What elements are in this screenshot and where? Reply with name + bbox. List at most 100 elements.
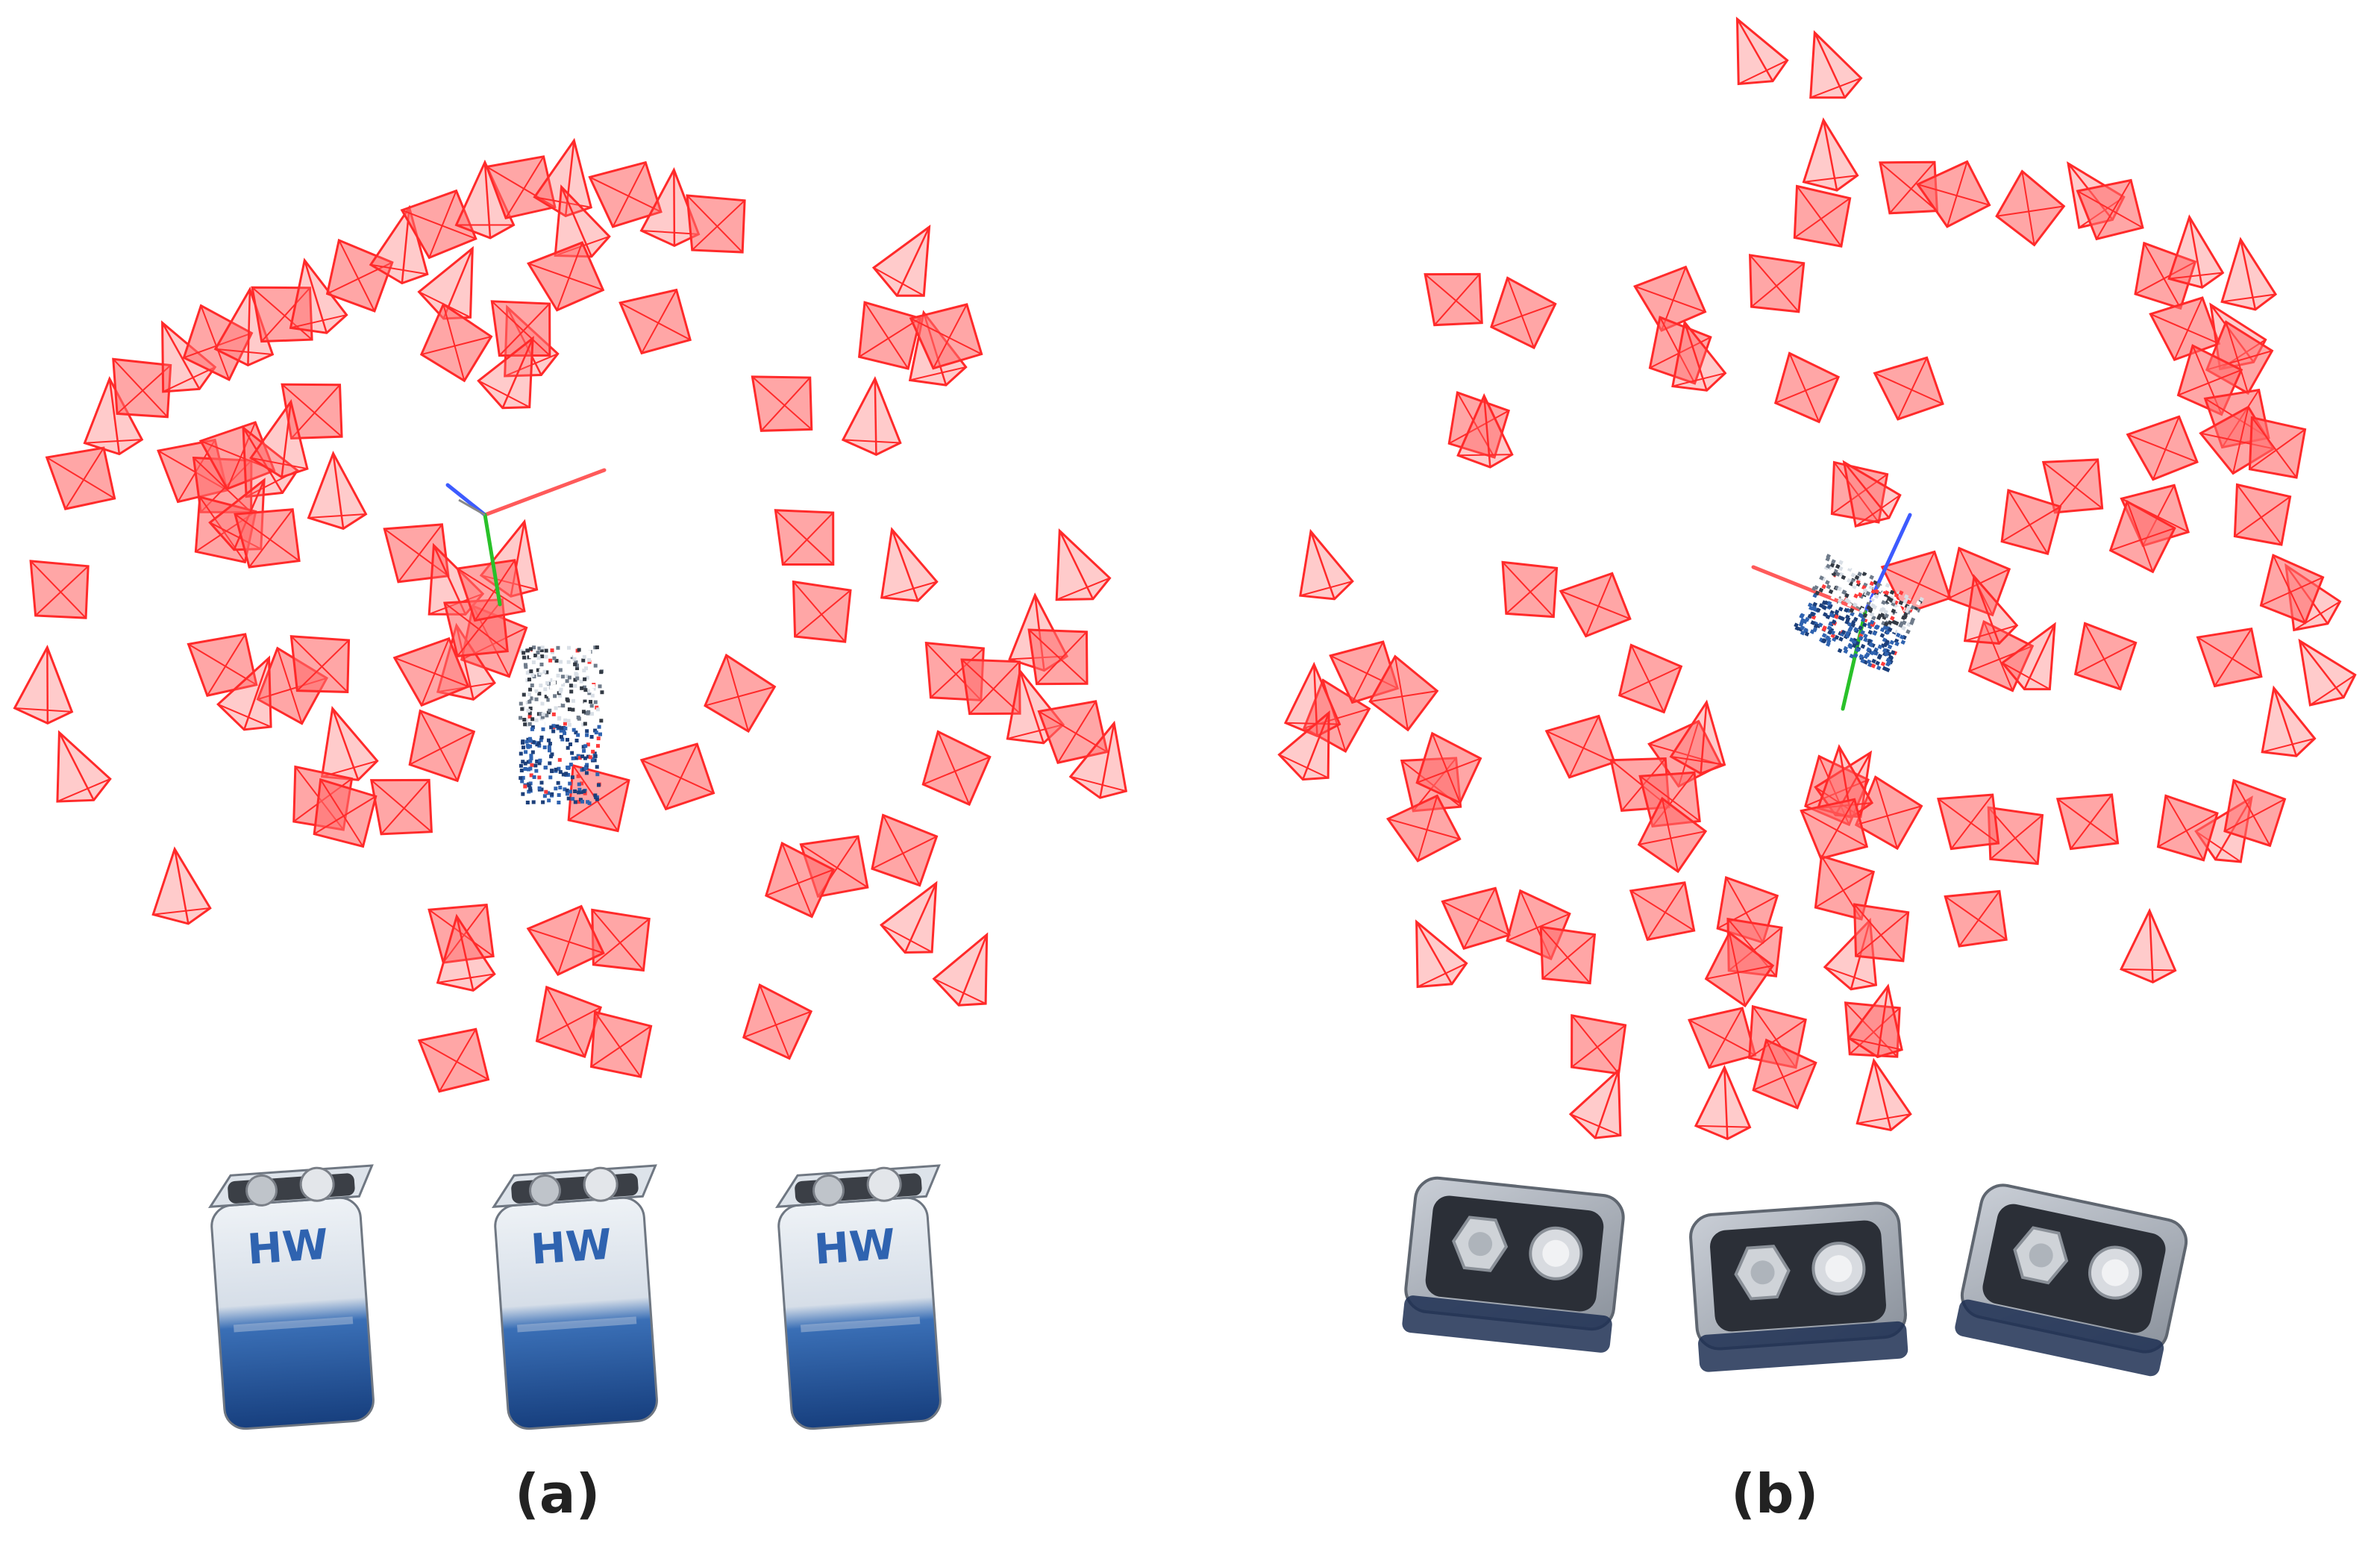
camera-frustum-icon: [187, 633, 258, 697]
panel-a-scene: HW HW HW: [13, 137, 1128, 1430]
camera-frustum-icon: [526, 904, 605, 976]
camera-frustum-icon: [1800, 798, 1869, 860]
camera-frustum-icon: [871, 224, 931, 297]
camera-frustum-icon: [742, 983, 813, 1060]
camera-frustum-icon: [1995, 169, 2066, 247]
camera-frustum-icon: [1559, 572, 1632, 638]
camera-frustum-icon: [871, 813, 939, 887]
camera-frustum-icon: [1669, 699, 1726, 775]
camera-frustum-icon: [1544, 714, 1616, 779]
axis-triad-icon: [445, 468, 607, 607]
camera-frustum-icon: [591, 908, 651, 972]
camera-frustum-icon: [1571, 1014, 1627, 1075]
battery-9v-icon: HW: [207, 1164, 375, 1430]
camera-frustum-icon: [2119, 907, 2177, 983]
point-cloud: [1794, 554, 1924, 673]
camera-frustum-icon: [1277, 710, 1330, 781]
panel-b-scene: [1277, 16, 2357, 1377]
camera-frustum-icon: [2126, 415, 2199, 481]
camera-frustum-icon: [2167, 214, 2225, 289]
camera-frustum-icon: [880, 527, 939, 602]
camera-frustum-icon: [1749, 254, 1806, 313]
camera-frustum-icon: [1704, 930, 1775, 1008]
camera-frustum-icon: [151, 846, 212, 925]
panel-b-label: (b): [1731, 1463, 1819, 1525]
camera-frustum-icon: [1773, 351, 1841, 424]
camera-frustum-icon: [400, 189, 477, 260]
camera-frustum-icon: [1637, 796, 1708, 874]
camera-frustum-icon: [490, 300, 551, 357]
camera-frustum-icon: [857, 301, 922, 370]
camera-frustum-icon: [1424, 272, 1483, 327]
camera-frustum-icon: [1490, 276, 1557, 350]
camera-frustum-icon: [1844, 1001, 1901, 1058]
camera-frustum-icon: [408, 709, 476, 783]
battery-brand-text: HW: [529, 1220, 613, 1274]
battery-9v-icon: [1402, 1176, 1625, 1353]
camera-frustum-icon: [1854, 775, 1923, 851]
camera-frustum-icon: [2073, 622, 2138, 691]
camera-frustum-icon: [1809, 30, 1863, 99]
camera-frustum-icon: [751, 375, 813, 432]
camera-frustum-icon: [1879, 160, 1938, 215]
camera-frustum-icon: [765, 841, 836, 919]
camera-frustum-icon: [1027, 628, 1089, 686]
camera-frustum-icon: [83, 375, 144, 456]
camera-frustum-icon: [2000, 622, 2056, 691]
camera-frustum-icon: [1055, 528, 1112, 601]
camera-frustum-icon: [1368, 654, 1439, 732]
camera-frustum-icon: [2248, 416, 2307, 479]
camera-frustum-icon: [234, 508, 301, 569]
camera-frustum-icon: [2076, 178, 2144, 241]
camera-frustum-icon: [554, 184, 611, 258]
camera-frustum-icon: [289, 635, 351, 693]
camera-frustum-icon: [1793, 184, 1852, 248]
camera-frustum-icon: [2149, 296, 2221, 362]
battery-brand-text: HW: [812, 1220, 897, 1274]
panel-a-label: (a): [515, 1463, 601, 1525]
camera-frustum-icon: [369, 778, 433, 836]
camera-frustum-icon: [1385, 794, 1462, 863]
camera-frustum-icon: [436, 913, 496, 992]
camera-frustum-icon: [1937, 793, 2000, 851]
camera-frustum-icon: [1856, 1057, 1912, 1132]
camera-frustum-icon: [932, 932, 989, 1007]
camera-frustum-icon: [56, 730, 112, 803]
camera-frustum-icon: [2156, 794, 2219, 862]
camera-frustum-icon: [921, 730, 992, 807]
camera-frustum-icon: [29, 560, 90, 619]
camera-frustum-icon: [417, 1027, 490, 1093]
camera-frustum-icon: [1987, 806, 2044, 866]
camera-frustum-icon: [1501, 560, 1559, 619]
camera-frustum-icon: [1456, 392, 1514, 469]
camera-frustum-icon: [2233, 483, 2292, 546]
camera-frustum-icon: [841, 375, 902, 456]
camera-frustum-icon: [589, 1010, 653, 1078]
camera-frustum-icon: [686, 194, 746, 254]
camera-frustum-icon: [1880, 550, 1952, 615]
camera-frustum-icon: [485, 155, 557, 220]
camera-frustum-icon: [1415, 731, 1482, 804]
camera-frustum-icon: [2041, 458, 2104, 514]
camera-frustum-icon: [533, 137, 593, 218]
camera-frustum-icon: [2261, 685, 2317, 757]
camera-frustum-icon: [456, 559, 526, 622]
camera-frustum-icon: [1415, 919, 1468, 989]
camera-frustum-icon: [1671, 319, 1727, 392]
camera-frustum-icon: [704, 653, 777, 733]
camera-frustum-icon: [13, 645, 74, 725]
camera-frustum-icon: [1963, 574, 2019, 645]
camera-frustum-icon: [792, 580, 852, 643]
camera-frustum-icon: [880, 880, 938, 954]
camera-frustum-icon: [1037, 700, 1109, 764]
camera-frustum-icon: [774, 509, 835, 566]
point-cloud: [519, 645, 604, 805]
camera-frustum-icon: [1568, 1068, 1622, 1139]
camera-frustum-icon: [1944, 889, 2008, 948]
camera-frustum-icon: [639, 742, 715, 811]
battery-9v-icon: HW: [491, 1164, 658, 1430]
camera-frustum-icon: [2196, 627, 2263, 688]
camera-frustum-icon: [1873, 356, 1944, 421]
camera-frustum-icon: [1853, 903, 1910, 963]
camera-frustum-icon: [112, 357, 172, 419]
